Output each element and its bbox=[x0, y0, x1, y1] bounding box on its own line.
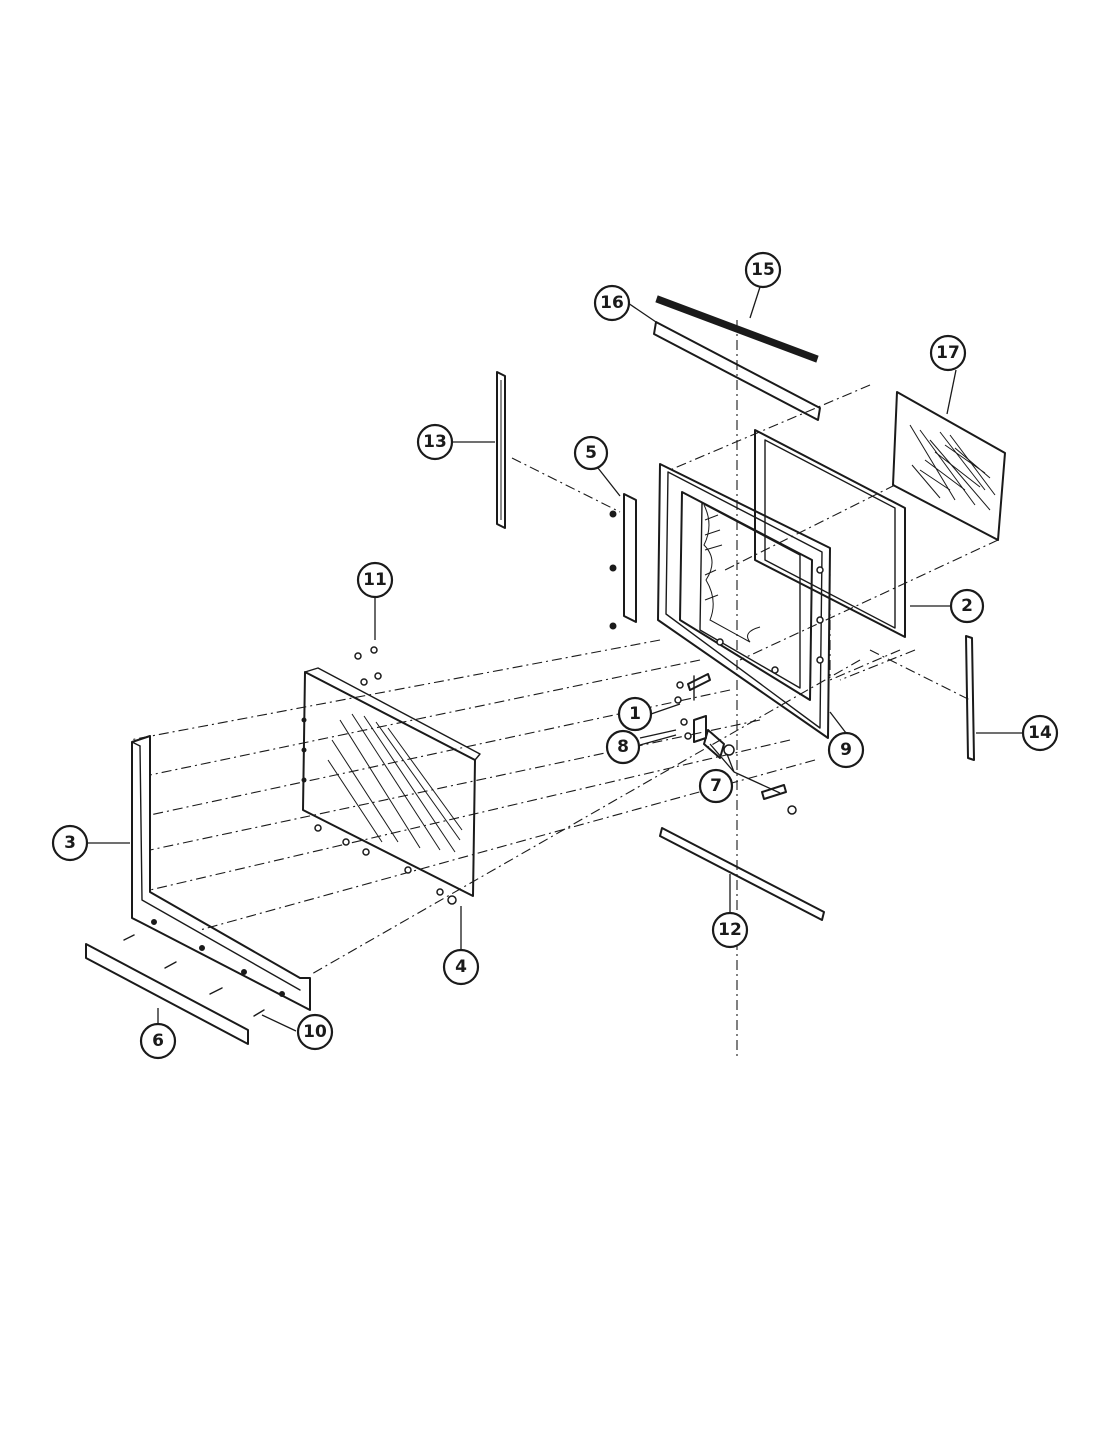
callout-3: 3 bbox=[51, 824, 89, 862]
callout-5: 5 bbox=[573, 435, 609, 471]
top-trim-strip bbox=[653, 321, 821, 421]
callout-7: 7 bbox=[698, 768, 734, 804]
door-latch bbox=[674, 673, 711, 704]
bottom-frame-screws bbox=[123, 934, 265, 1017]
svg-text:4: 4 bbox=[455, 957, 467, 977]
door-hinge bbox=[680, 715, 707, 743]
callout-9: 9 bbox=[827, 731, 865, 769]
leader-lines bbox=[88, 286, 1023, 1032]
svg-text:11: 11 bbox=[363, 570, 387, 590]
bottom-trim-strip bbox=[85, 943, 249, 1045]
top-panel-screws bbox=[354, 646, 382, 686]
callout-17: 17 bbox=[929, 334, 967, 372]
top-seal-strip bbox=[655, 295, 819, 363]
bottom-seal-strip bbox=[659, 827, 825, 921]
outer-door-panel bbox=[301, 667, 481, 905]
callout-6: 6 bbox=[139, 1022, 177, 1060]
callout-4: 4 bbox=[442, 948, 480, 986]
callout-2: 2 bbox=[949, 588, 985, 624]
svg-text:7: 7 bbox=[710, 776, 722, 796]
svg-text:3: 3 bbox=[64, 833, 76, 853]
callout-14: 14 bbox=[1021, 714, 1059, 752]
hinge-side-bracket bbox=[609, 493, 637, 630]
callout-8: 8 bbox=[605, 729, 641, 765]
callout-10: 10 bbox=[296, 1013, 334, 1051]
svg-text:14: 14 bbox=[1028, 723, 1052, 743]
svg-text:1: 1 bbox=[629, 704, 641, 724]
left-vertical-seal bbox=[496, 371, 506, 529]
right-vertical-strip bbox=[965, 635, 975, 761]
inner-door-frame bbox=[657, 463, 831, 739]
svg-text:15: 15 bbox=[751, 260, 775, 280]
svg-text:10: 10 bbox=[303, 1022, 327, 1042]
outer-glass-panel bbox=[892, 391, 1006, 541]
callout-1: 1 bbox=[617, 696, 653, 732]
svg-text:2: 2 bbox=[961, 596, 973, 616]
svg-text:9: 9 bbox=[840, 740, 852, 760]
hinge-pins bbox=[703, 729, 797, 815]
svg-text:8: 8 bbox=[617, 737, 629, 757]
callout-12: 12 bbox=[711, 911, 749, 949]
svg-text:12: 12 bbox=[718, 920, 742, 940]
svg-text:17: 17 bbox=[936, 343, 960, 363]
callout-11: 11 bbox=[356, 561, 394, 599]
svg-text:5: 5 bbox=[585, 443, 597, 463]
callout-16: 16 bbox=[593, 284, 631, 322]
svg-text:13: 13 bbox=[423, 432, 447, 452]
assembly-guide-lines bbox=[129, 320, 999, 1060]
outer-door-frame bbox=[131, 735, 311, 1011]
svg-text:16: 16 bbox=[600, 293, 624, 313]
callout-15: 15 bbox=[744, 251, 782, 289]
svg-text:6: 6 bbox=[152, 1031, 164, 1051]
callout-13: 13 bbox=[416, 423, 454, 461]
